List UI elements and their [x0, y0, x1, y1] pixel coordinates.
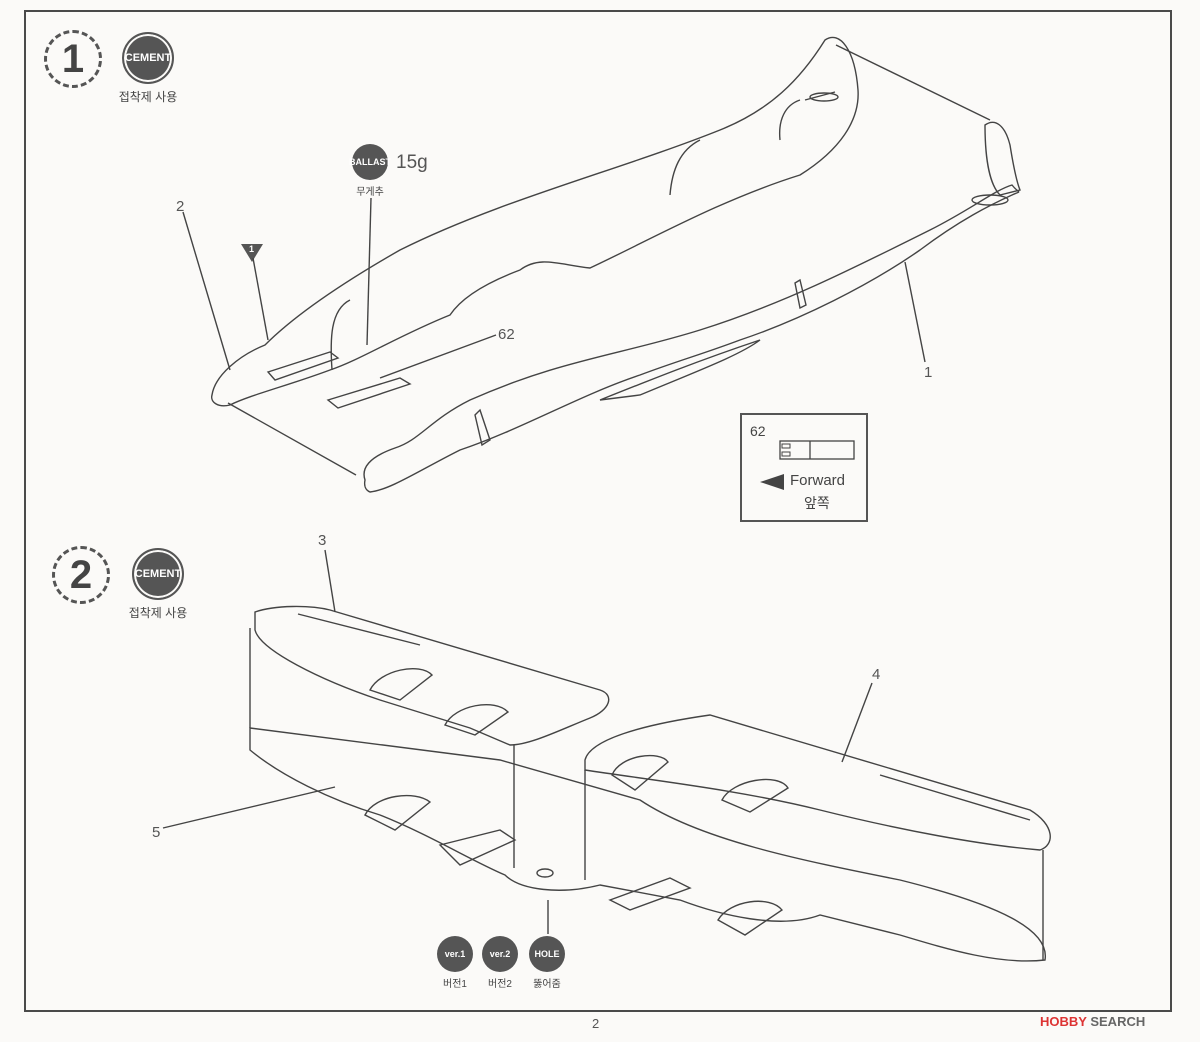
part-label-5: 5 — [152, 824, 161, 841]
fuselage-part-2-outline — [211, 36, 859, 407]
inset-forward-en: Forward — [790, 472, 846, 489]
inset-forward-ko: 앞쪽 — [804, 495, 830, 511]
watermark-search: SEARCH — [1090, 1014, 1146, 1029]
wing-part-5-outline — [249, 727, 1046, 962]
wing-part-3-outline — [254, 605, 610, 746]
ballast-weight: 15g — [396, 152, 428, 173]
part-label-2: 2 — [176, 198, 185, 215]
part-label-3: 3 — [318, 532, 327, 549]
cement-badge-2: CEMENT — [132, 548, 184, 600]
hole-sub: 뚫어줌 — [533, 979, 561, 990]
part-62-right — [326, 377, 412, 409]
ver2-sub: 버전2 — [488, 979, 512, 990]
cement-sub-1: 접착제 사용 — [118, 90, 178, 104]
page-number: 2 — [592, 1016, 600, 1031]
fuselage-part-1-outline — [363, 184, 1020, 493]
warning-marker-label: 1 — [249, 244, 255, 254]
watermark-brand: HOBBY — [1040, 1014, 1087, 1029]
instruction-frame — [24, 10, 1172, 1012]
part-62-icon — [779, 440, 855, 460]
part-62-left — [266, 351, 340, 381]
ver2-badge: ver.2 — [482, 936, 518, 972]
step-1-number: 1 — [44, 30, 102, 88]
hole-badge: HOLE — [529, 936, 565, 972]
warning-marker-icon — [241, 244, 263, 262]
forward-arrow-icon — [760, 474, 784, 490]
ballast-sub: 무게추 — [356, 187, 384, 198]
part-label-62: 62 — [498, 326, 515, 343]
cement-sub-2: 접착제 사용 — [128, 606, 188, 620]
wing-part-4-outline — [584, 714, 1051, 851]
part-label-4: 4 — [872, 666, 881, 683]
ballast-badge: BALLAST — [349, 144, 391, 180]
ver1-sub: 버전1 — [443, 979, 467, 990]
watermark: HOBBY SEARCH — [1040, 1014, 1145, 1029]
step-2-number: 2 — [52, 546, 110, 604]
part-label-1: 1 — [924, 364, 933, 381]
part-62-inset: 62 Forward 앞쪽 — [740, 413, 868, 522]
ver1-badge: ver.1 — [437, 936, 473, 972]
inset-part-number: 62 — [750, 423, 766, 439]
cement-badge-1: CEMENT — [122, 32, 174, 84]
